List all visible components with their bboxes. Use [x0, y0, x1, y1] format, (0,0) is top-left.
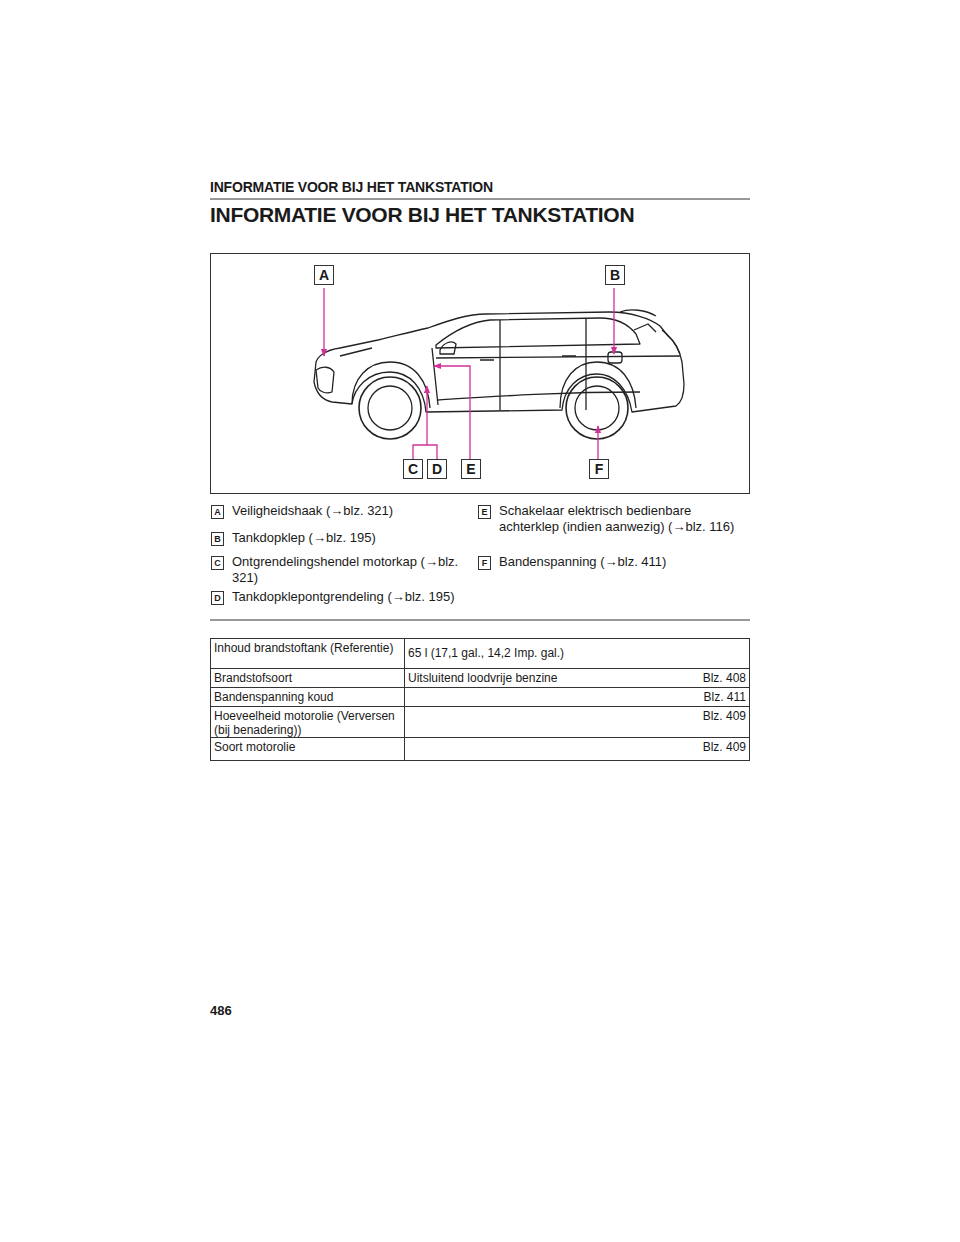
- table-cell: Blz. 409: [660, 740, 746, 754]
- legend-text: Tankdopklepontgrendeling (→blz. 195): [232, 589, 468, 605]
- table-cell: Soort motorolie: [214, 740, 400, 754]
- legend-letter: A: [211, 505, 224, 519]
- header-rule: [210, 199, 750, 200]
- page-number: 486: [210, 1003, 232, 1019]
- legend-text: Ontgrendelingshendel motorkap (→blz. 321…: [232, 554, 468, 586]
- table-cell: Brandstofsoort: [214, 671, 400, 685]
- page-title: INFORMATIE VOOR BIJ HET TANKSTATION: [210, 207, 634, 223]
- callout-letter: A: [314, 265, 334, 285]
- table-cell: Bandenspanning koud: [214, 690, 400, 704]
- legend-letter: D: [211, 591, 224, 605]
- table-cell: Hoeveelheid motorolie (Verversen (bij be…: [214, 709, 400, 737]
- table-cell: Blz. 411: [660, 690, 746, 704]
- legend-letter: B: [211, 532, 224, 546]
- legend-text: Bandenspanning (→blz. 411): [499, 554, 749, 570]
- callout-letter: E: [461, 459, 481, 479]
- running-header: INFORMATIE VOOR BIJ HET TANKSTATION: [210, 179, 493, 195]
- legend-text: Schakelaar elektrisch bedienbare achterk…: [499, 503, 749, 535]
- table-cell: Blz. 408: [660, 671, 746, 685]
- legend-letter: F: [478, 556, 491, 570]
- legend-text: Veiligheidshaak (→blz. 321): [232, 503, 468, 519]
- callout-letter: D: [427, 459, 447, 479]
- figure-frame: [211, 254, 750, 494]
- car-illustration: [314, 310, 684, 439]
- legend-text: Tankdopklep (→blz. 195): [232, 530, 468, 546]
- table-cell: Blz. 409: [660, 709, 746, 723]
- table-cell: 65 l (17,1 gal., 14,2 Imp. gal.): [408, 646, 738, 660]
- leader-lines: [324, 288, 614, 459]
- callout-letter: C: [403, 459, 423, 479]
- legend-letter: E: [478, 505, 491, 519]
- table-cell: Uitsluitend loodvrije benzine: [408, 671, 658, 685]
- legend-letter: C: [211, 556, 224, 570]
- spec-table: [210, 620, 750, 761]
- callout-letter: B: [605, 265, 625, 285]
- callout-letter: F: [589, 459, 609, 479]
- table-cell: Inhoud brandstoftank (Referentie): [214, 641, 400, 655]
